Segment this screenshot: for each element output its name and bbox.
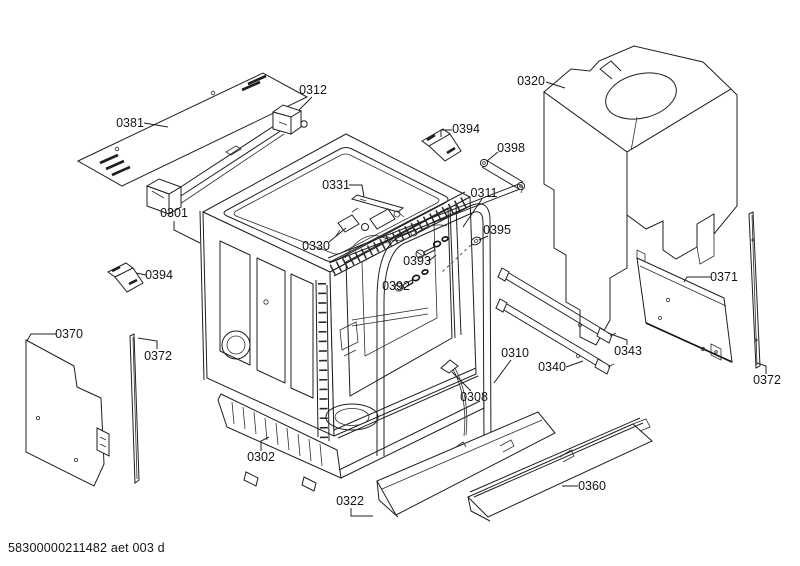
- callout-0340: 0340: [538, 360, 584, 374]
- callout-0302: 0302: [247, 436, 275, 464]
- callout-0395: 0395: [478, 223, 511, 241]
- part-toe-panel-0360: [467, 417, 653, 522]
- callout-0398: 0398: [486, 141, 525, 162]
- part-screws-0393: [415, 236, 449, 259]
- part-mechanism-0330: [335, 207, 401, 237]
- callout-0320: 0320: [517, 74, 566, 89]
- part-label: 0310: [501, 346, 529, 360]
- part-tub-body-0301: [199, 133, 479, 442]
- part-left-panel-0370: [25, 339, 110, 487]
- part-label: 0312: [299, 83, 327, 97]
- part-label: 0381: [116, 116, 144, 130]
- callout-0330: 0330: [302, 227, 347, 253]
- callout-0393: 0393: [403, 254, 437, 268]
- callout-0343: 0343: [607, 332, 642, 358]
- part-door-seal-0310: [376, 203, 492, 456]
- part-label: 0302: [247, 450, 275, 464]
- callout-0372-left: 0372: [137, 337, 172, 363]
- document-code: 58300000211482 aet 003 d: [8, 541, 165, 555]
- part-clip-0331: [350, 194, 405, 218]
- part-screws-0392: [394, 269, 429, 292]
- callout-0381: 0381: [116, 116, 169, 130]
- callout-0312: 0312: [298, 83, 327, 111]
- part-right-panel-0371: [636, 249, 733, 363]
- part-hook-strip-0308: [440, 359, 468, 437]
- part-label: 0372: [144, 349, 172, 363]
- part-trim-strip-0372-right: [748, 211, 761, 369]
- part-label: 0394: [452, 122, 480, 136]
- callout-0394-top: 0394: [440, 122, 480, 137]
- part-top-plate-0381: [76, 72, 309, 187]
- part-bracket-0394-top: [421, 128, 462, 162]
- callout-0308: 0308: [451, 371, 488, 404]
- part-label: 0370: [55, 327, 83, 341]
- part-mount-rail-0312: [145, 104, 308, 215]
- part-label: 0372: [753, 373, 781, 387]
- callout-0392: 0392: [382, 279, 414, 293]
- part-bottom-panel-0322: [376, 411, 556, 518]
- part-label: 0392: [382, 279, 410, 293]
- part-label: 0394: [145, 268, 173, 282]
- part-insulation-wrap-0320: [543, 45, 738, 346]
- callout-0322: 0322: [336, 494, 373, 517]
- part-label: 0340: [538, 360, 566, 374]
- part-label: 0343: [614, 344, 642, 358]
- callout-0310: 0310: [493, 346, 529, 384]
- callout-0331: 0331: [322, 178, 365, 198]
- part-label: 0301: [160, 206, 188, 220]
- part-label: 0393: [403, 254, 431, 268]
- part-label: 0398: [497, 141, 525, 155]
- part-label: 0360: [578, 479, 606, 493]
- part-label: 0330: [302, 239, 330, 253]
- part-label: 0320: [517, 74, 545, 88]
- callout-0311: 0311: [462, 186, 498, 228]
- part-rail-0343: [497, 267, 617, 344]
- part-label: 0308: [460, 390, 488, 404]
- callout-0370: 0370: [26, 327, 83, 342]
- callout-0360: 0360: [562, 479, 606, 493]
- part-base-assembly-0302: [217, 393, 485, 492]
- callout-0394-left: 0394: [135, 268, 173, 282]
- callout-0372-right: 0372: [753, 362, 781, 387]
- part-label: 0395: [483, 223, 511, 237]
- part-trim-strip-0372-left: [129, 333, 140, 484]
- callout-0301: 0301: [160, 206, 201, 244]
- part-bracket-0394-left: [107, 262, 144, 293]
- part-rail-0340: [495, 298, 615, 375]
- part-label: 0311: [471, 186, 498, 200]
- callout-0371: 0371: [683, 270, 738, 284]
- part-label: 0322: [336, 494, 364, 508]
- part-label: 0331: [322, 178, 350, 192]
- part-label: 0371: [710, 270, 738, 284]
